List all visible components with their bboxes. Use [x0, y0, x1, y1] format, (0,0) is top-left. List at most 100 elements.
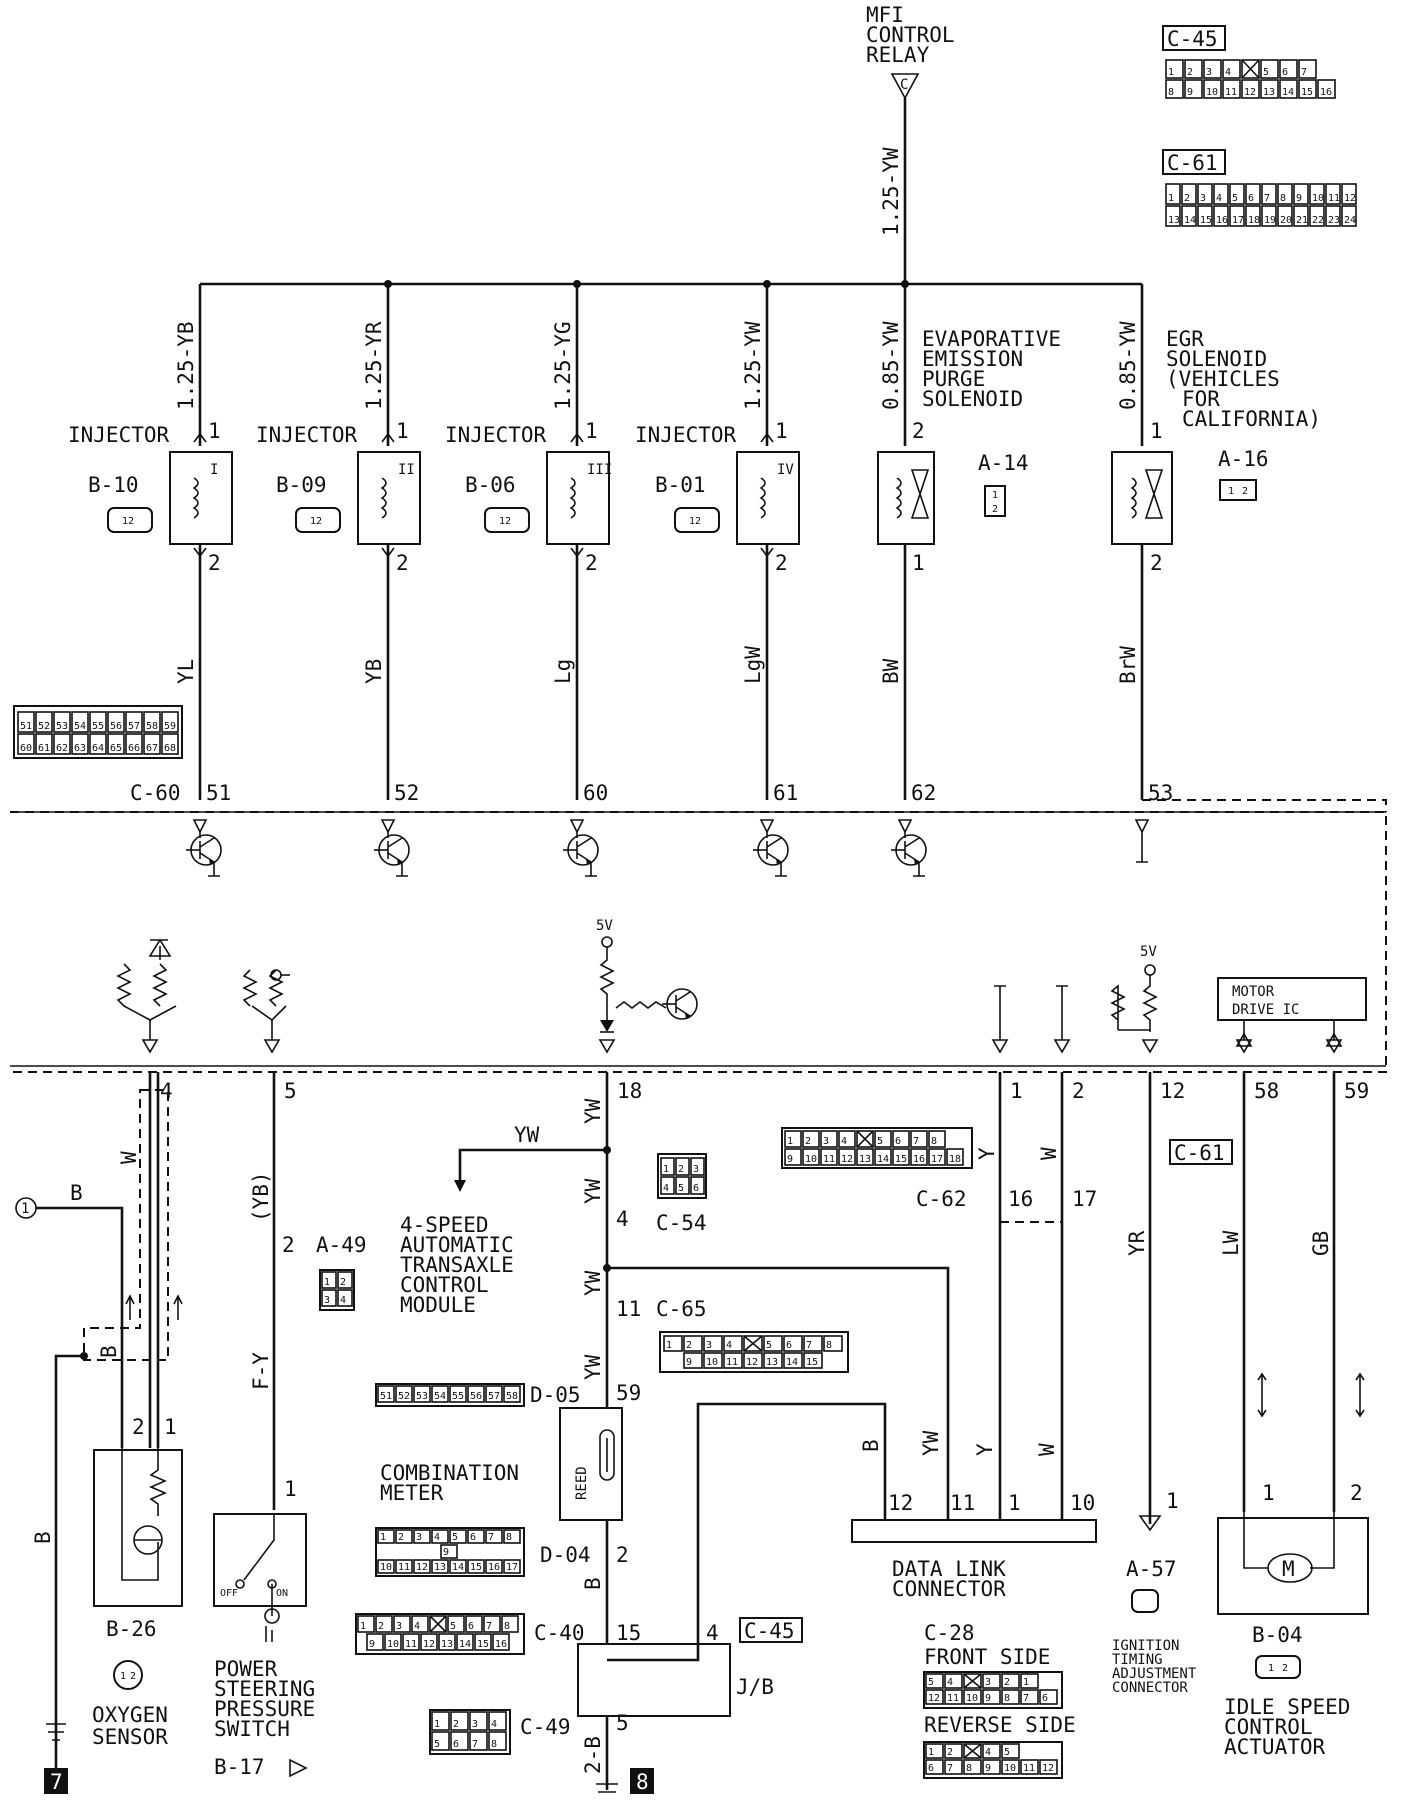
injector-wire-in: 1.25-YB	[174, 321, 198, 410]
speed-input-circuit: 5V	[596, 918, 698, 1054]
svg-text:5V: 5V	[596, 918, 613, 934]
svg-text:MODULE: MODULE	[400, 1293, 476, 1317]
c62-cell	[820, 1148, 838, 1166]
driver-transistor-icon	[890, 834, 927, 866]
ecm-connector-label: C-60	[130, 781, 181, 805]
c28-rear-pin: 8	[966, 1763, 972, 1774]
injector-wire-in: 1.25-YW	[741, 321, 765, 410]
ground-ref-box	[630, 1768, 654, 1794]
ecm-terminal-icon	[569, 819, 585, 834]
c45-cell	[1222, 79, 1241, 99]
c28-rear-cell	[925, 1759, 944, 1775]
ground-ref-box	[44, 1768, 68, 1794]
driver-transistor-icon	[752, 834, 789, 866]
c60-pin: 59	[164, 721, 176, 732]
c65-cell	[703, 1352, 723, 1369]
svg-text:DATA LINK: DATA LINK	[892, 1557, 1006, 1581]
svg-text:D-05: D-05	[530, 1383, 581, 1407]
d04-cell	[377, 1529, 395, 1544]
c54-pin: 4	[663, 1183, 669, 1194]
egr-wire-out: BrW	[1116, 646, 1140, 684]
c40-cell	[375, 1615, 393, 1633]
c60-cell	[107, 733, 125, 755]
purge-solenoid: 0.85-YW EVAPORATIVE EMISSION PURGE SOLEN…	[877, 284, 1061, 800]
c61-pin: 16	[1216, 215, 1228, 226]
injector-connector-pins: 12	[122, 516, 134, 527]
c61-pin: 21	[1296, 215, 1308, 226]
c62-cell	[802, 1148, 820, 1166]
c65-grid	[659, 1331, 849, 1373]
d04-pin: 6	[470, 1532, 476, 1543]
driver-transistor-icon	[185, 834, 222, 866]
svg-text:SOLENOID: SOLENOID	[922, 387, 1023, 411]
c61-cell	[1165, 205, 1181, 227]
idle-speed-control-actuator: LW GB 1 2 M B-04 1 2 IDLE SPEED CONTROL …	[1217, 1072, 1369, 1759]
c65-pin: 12	[746, 1357, 758, 1368]
a49-cell	[337, 1271, 353, 1289]
c61-cell	[1277, 205, 1293, 227]
c60-pin: 53	[56, 721, 68, 732]
injector-body	[546, 451, 610, 545]
svg-text:C-61: C-61	[1174, 1141, 1225, 1165]
data-link-connector: Y W 16 17 B YW Y W 12 11 1 10 DATA LINK …	[851, 1072, 1097, 1779]
c65-cell	[763, 1352, 783, 1369]
c40-cell	[501, 1615, 519, 1633]
c45-cell	[1241, 79, 1260, 99]
c60-pin: 55	[92, 721, 104, 732]
relay-wire-label: 1.25-YW	[879, 147, 903, 236]
injector-connector-pins: 12	[499, 516, 511, 527]
c54-pin: 3	[693, 1164, 699, 1175]
svg-text:A-49: A-49	[316, 1233, 367, 1257]
ecm-lower-terminal-number: 58	[1254, 1079, 1279, 1103]
svg-text:C-49: C-49	[520, 1715, 571, 1739]
c62-cell	[856, 1130, 874, 1148]
c62-cell	[838, 1148, 856, 1166]
c28-front-pin: 5	[928, 1677, 934, 1688]
d04-pin: 8	[506, 1532, 512, 1543]
c28-front-cell	[1001, 1673, 1020, 1689]
svg-text:4: 4	[616, 1207, 629, 1231]
c45-pin: 9	[1187, 87, 1193, 98]
c65-pin: 15	[806, 1357, 818, 1368]
c60-cell	[17, 733, 35, 755]
c60-cell	[35, 711, 53, 733]
svg-text:YW: YW	[514, 1123, 540, 1147]
c61-cell	[1309, 183, 1325, 205]
c40-cell	[384, 1633, 402, 1651]
c40-cell	[438, 1633, 456, 1651]
svg-text:(VEHICLES: (VEHICLES	[1166, 367, 1280, 391]
c61-pin: 17	[1232, 215, 1244, 226]
c49-pin: 5	[434, 1739, 440, 1750]
c54-cell	[660, 1157, 675, 1176]
c60-cell	[89, 733, 107, 755]
c61-pin: 19	[1264, 215, 1276, 226]
c40-pin: 15	[477, 1639, 489, 1650]
c60-cell	[161, 711, 179, 733]
svg-text:REVERSE SIDE: REVERSE SIDE	[924, 1713, 1076, 1737]
c40-cell	[474, 1633, 492, 1651]
c54-cell	[690, 1157, 705, 1176]
svg-text:METER: METER	[380, 1481, 444, 1505]
d05-cell	[485, 1385, 503, 1403]
c40-cell	[393, 1615, 411, 1633]
c62-pin: 1	[787, 1136, 793, 1147]
c60-cell	[35, 733, 53, 755]
svg-text:MOTOR: MOTOR	[1232, 984, 1275, 1000]
c28-rear-cell	[944, 1759, 963, 1775]
purge-connector: A-14	[978, 451, 1029, 475]
c40-pin: 2	[378, 1621, 384, 1632]
c28-front-pin: 1	[1023, 1677, 1029, 1688]
c62-pin: 18	[949, 1154, 961, 1165]
c61-cell	[1165, 183, 1181, 205]
d04-pin: 2	[398, 1532, 404, 1543]
c60-pin: 66	[128, 743, 140, 754]
shield-outline	[83, 1089, 169, 1361]
ecm-lower-terminal-number: 1	[1010, 1079, 1023, 1103]
c61-pin: 24	[1344, 215, 1356, 226]
svg-text:B: B	[581, 1577, 605, 1590]
